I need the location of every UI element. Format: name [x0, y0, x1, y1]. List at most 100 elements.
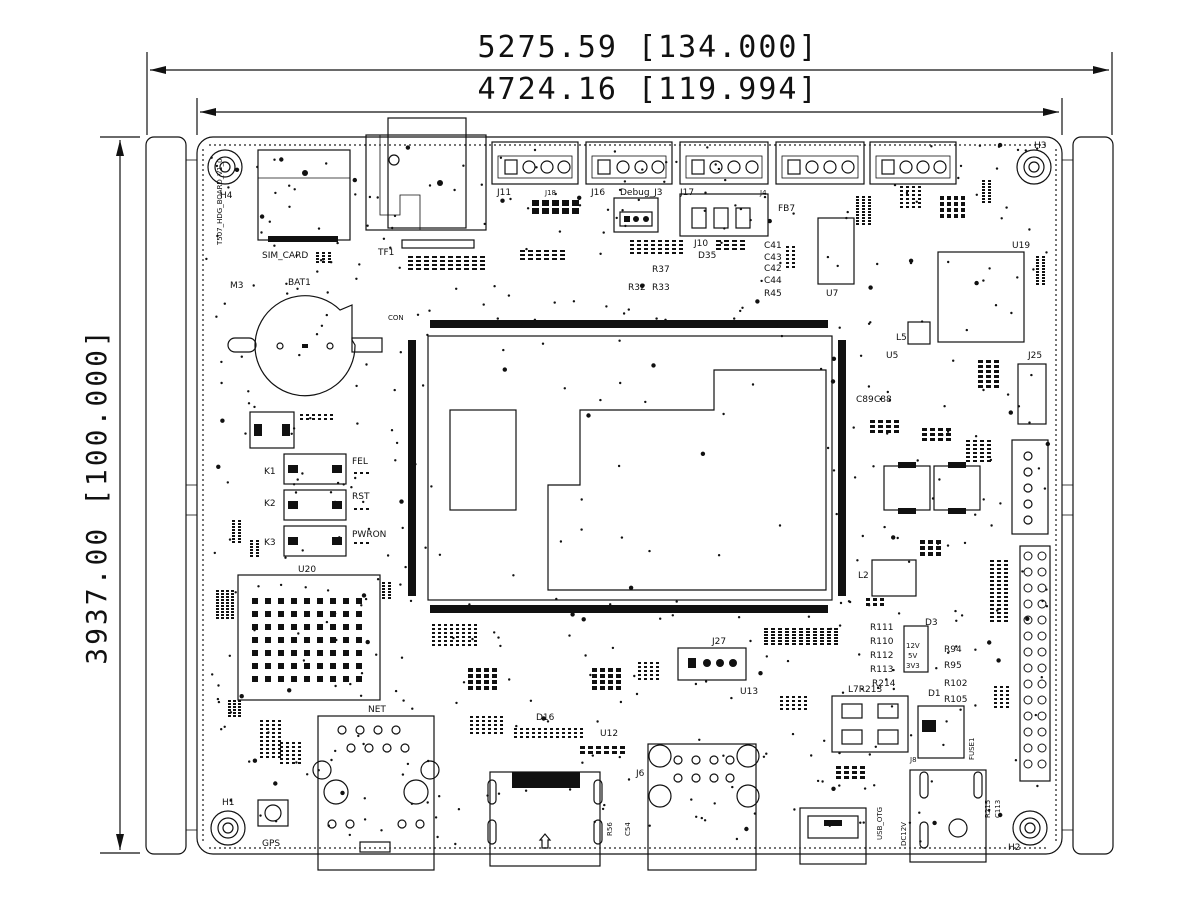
smd-pad — [408, 264, 413, 266]
via — [474, 144, 476, 146]
via — [717, 167, 721, 171]
via — [273, 158, 276, 161]
u20-pad — [291, 637, 297, 643]
via — [569, 144, 571, 146]
via — [897, 612, 901, 615]
via — [753, 812, 757, 815]
via — [1017, 405, 1021, 408]
via — [507, 294, 511, 297]
svg-text:TF1: TF1 — [377, 248, 394, 258]
via — [999, 847, 1001, 849]
smd-pad — [862, 220, 865, 222]
via — [744, 847, 746, 849]
via — [764, 847, 766, 849]
via — [534, 144, 536, 146]
via — [955, 619, 958, 622]
via — [604, 847, 606, 849]
via — [714, 144, 716, 146]
smd-pad — [272, 732, 275, 734]
via — [497, 792, 501, 795]
via — [1024, 149, 1028, 152]
via — [374, 847, 376, 849]
via — [362, 500, 365, 504]
via — [619, 144, 621, 146]
via — [894, 144, 896, 146]
via — [429, 144, 431, 146]
smd-pad — [556, 732, 559, 734]
via — [202, 374, 204, 376]
via — [969, 847, 971, 849]
via — [617, 464, 621, 468]
smd-pad — [278, 752, 281, 754]
via — [1055, 624, 1057, 626]
via — [982, 388, 985, 392]
smd-pad — [792, 640, 796, 642]
smd-pad — [792, 628, 796, 630]
via — [944, 144, 946, 146]
smd-pad — [792, 250, 795, 252]
smd-pad — [724, 244, 729, 246]
u20-pad — [317, 624, 323, 630]
smd-pad — [532, 728, 535, 730]
via — [202, 169, 204, 171]
smd-pad — [456, 628, 459, 630]
sim-card-slot: SIM_CARD — [257, 149, 351, 261]
via — [899, 144, 901, 146]
via — [329, 144, 331, 146]
via — [367, 527, 371, 531]
via — [202, 639, 204, 641]
via — [739, 309, 742, 313]
via — [1055, 839, 1057, 841]
via — [1055, 419, 1057, 421]
svg-text:GPS: GPS — [262, 839, 280, 849]
via — [853, 476, 857, 479]
header-pin — [1023, 727, 1033, 737]
smd-pad — [528, 258, 533, 260]
smd-pad — [616, 668, 621, 672]
via — [778, 524, 782, 527]
via — [500, 198, 505, 203]
via — [202, 469, 204, 471]
smd-pad — [480, 268, 485, 270]
smd-pad — [238, 715, 241, 717]
via — [202, 729, 204, 731]
via — [430, 485, 433, 488]
u20-pad — [252, 676, 258, 682]
smd-pad — [994, 385, 999, 388]
smd-pad — [231, 611, 234, 613]
smd-pad — [456, 644, 459, 646]
smd-pad — [500, 724, 503, 726]
header-pin — [1023, 663, 1033, 673]
smd-pad — [221, 608, 224, 610]
via — [1055, 434, 1057, 436]
smd-pad — [651, 240, 655, 242]
via — [835, 512, 838, 516]
via — [609, 144, 611, 146]
smd-pad — [488, 720, 491, 722]
via — [202, 809, 204, 811]
via — [541, 716, 546, 721]
via — [1055, 584, 1057, 586]
smd-pad — [514, 732, 517, 734]
via — [287, 688, 292, 693]
smd-pad — [820, 631, 824, 633]
via — [828, 824, 831, 827]
via — [838, 624, 842, 627]
via — [1032, 268, 1035, 271]
via — [1055, 799, 1057, 801]
smd-pad — [637, 244, 641, 246]
via — [534, 847, 536, 849]
smd-pad — [272, 720, 275, 722]
smd-pad — [438, 636, 441, 638]
smd-pad — [994, 706, 997, 708]
via — [419, 144, 421, 146]
via — [1055, 484, 1057, 486]
smd-pad — [806, 643, 810, 645]
smd-pad — [994, 360, 999, 363]
smd-pad — [1004, 580, 1008, 582]
via — [1055, 534, 1057, 536]
smd-pad — [987, 460, 991, 462]
via — [1021, 570, 1024, 573]
via — [584, 847, 586, 849]
smd-pad — [827, 640, 831, 642]
